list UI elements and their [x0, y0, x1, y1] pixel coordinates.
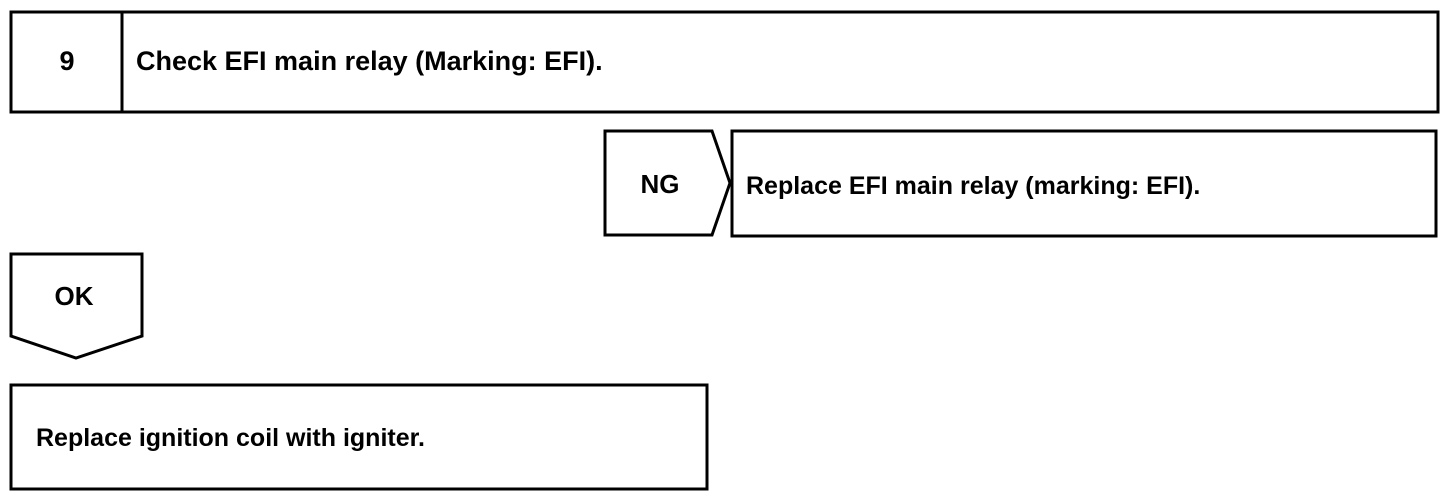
step-header-frame — [9, 10, 1440, 114]
step-number: 9 — [59, 46, 74, 76]
ng-branch: NG Replace EFI main relay (marking: EFI)… — [603, 129, 1438, 238]
ok-branch: OK — [9, 252, 144, 360]
ng-arrow-tag — [603, 129, 732, 237]
ok-label: OK — [55, 281, 94, 311]
final-action-box — [9, 383, 709, 491]
final-action-text: Replace ignition coil with igniter. — [36, 424, 425, 452]
ng-action-text: Replace EFI main relay (marking: EFI). — [746, 172, 1200, 200]
ng-label: NG — [641, 169, 680, 199]
step-title: Check EFI main relay (Marking: EFI). — [136, 46, 603, 76]
step-header: 9 Check EFI main relay (Marking: EFI). — [9, 10, 1440, 114]
final-action: Replace ignition coil with igniter. — [9, 383, 709, 491]
ng-action-box — [730, 129, 1438, 238]
ok-arrow-tag — [9, 252, 144, 360]
